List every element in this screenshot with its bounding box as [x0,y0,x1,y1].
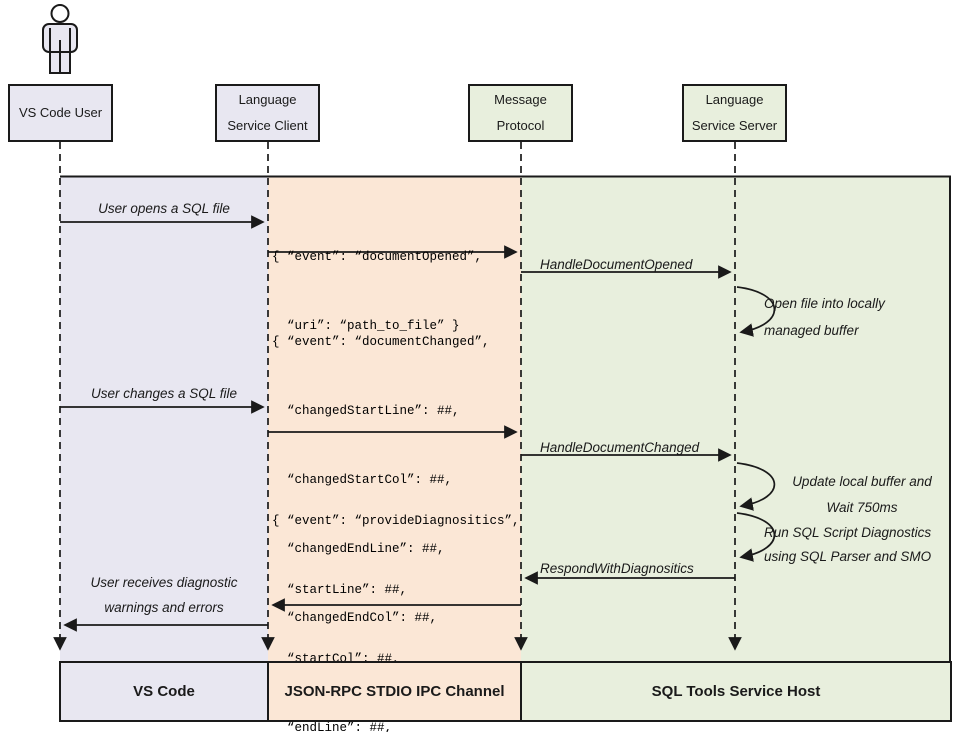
service-host-lane-band [521,177,951,661]
header-vscode-user: VS Code User [8,84,113,142]
footer-service-host-label: SQL Tools Service Host [651,683,821,700]
json-line: { “event”: “documentOpened”, [272,250,483,264]
footer-vscode: VS Code [59,661,269,722]
note-open-file-line1: Open file into locally [764,296,885,311]
header-language-service-client: Language Service Client [215,84,320,142]
json-line: “changedStartLine”: ##, [272,404,460,418]
footer-ipc-channel: JSON-RPC STDIO IPC Channel [267,661,522,722]
label-handle-document-changed: HandleDocumentChanged [540,440,700,455]
ipc-lane-band [268,177,521,661]
header-protocol-line1: Message [494,92,547,107]
note-update-buffer-line1: Update local buffer and [792,474,932,489]
json-line: { “event”: “provideDiagnositics”, [272,514,520,528]
footer-service-host: SQL Tools Service Host [520,661,952,722]
label-user-opens: User opens a SQL file [98,201,230,216]
note-run-diagnostics-line2: using SQL Parser and SMO [764,549,932,564]
note-open-file: Open file into locally managed buffer [764,290,885,344]
json-line: “changedStartCol”: ##, [272,473,453,487]
label-user-changes: User changes a SQL file [90,386,238,401]
label-user-receives-line2: warnings and errors [104,600,224,615]
json-line: “startLine”: ##, [272,583,408,597]
footer-vscode-label: VS Code [133,683,195,700]
header-server-line1: Language [705,92,764,107]
json-line: “endLine”: ##, [272,721,393,732]
json-document-opened: { “event”: “documentOpened”, “uri”: “pat… [272,200,482,384]
footer-ipc-label: JSON-RPC STDIO IPC Channel [284,683,505,700]
json-line: “uri”: “path_to_file” } [272,319,460,333]
header-language-service-server: Language Service Server [682,84,787,142]
note-run-diagnostics: Run SQL Script Diagnostics using SQL Par… [764,521,931,569]
user-actor-icon [42,4,78,74]
vscode-lane-band [60,177,268,661]
json-line: “changedEndCol”: ##, [272,611,438,625]
header-client-line1: Language [238,92,297,107]
note-update-buffer-line2: Wait 750ms [826,500,898,515]
json-line: { “event”: “documentChanged”, [272,335,490,349]
header-client-line2: Service Client [227,118,308,133]
label-user-receives-line1: User receives diagnostic [90,575,238,590]
json-line: “changedEndLine”: ##, [272,542,445,556]
header-vscode-user-label: VS Code User [18,105,103,120]
label-user-receives: User receives diagnostic warnings and er… [60,570,268,620]
label-handle-document-opened: HandleDocumentOpened [540,257,693,272]
header-server-line2: Service Server [691,118,778,133]
note-open-file-line2: managed buffer [764,323,859,338]
note-update-buffer: Update local buffer and Wait 750ms [757,469,962,521]
header-message-protocol: Message Protocol [468,84,573,142]
label-respond-with-diagnostics: RespondWithDiagnositics [540,561,694,576]
header-protocol-line2: Protocol [496,118,545,133]
note-run-diagnostics-line1: Run SQL Script Diagnostics [764,525,932,540]
